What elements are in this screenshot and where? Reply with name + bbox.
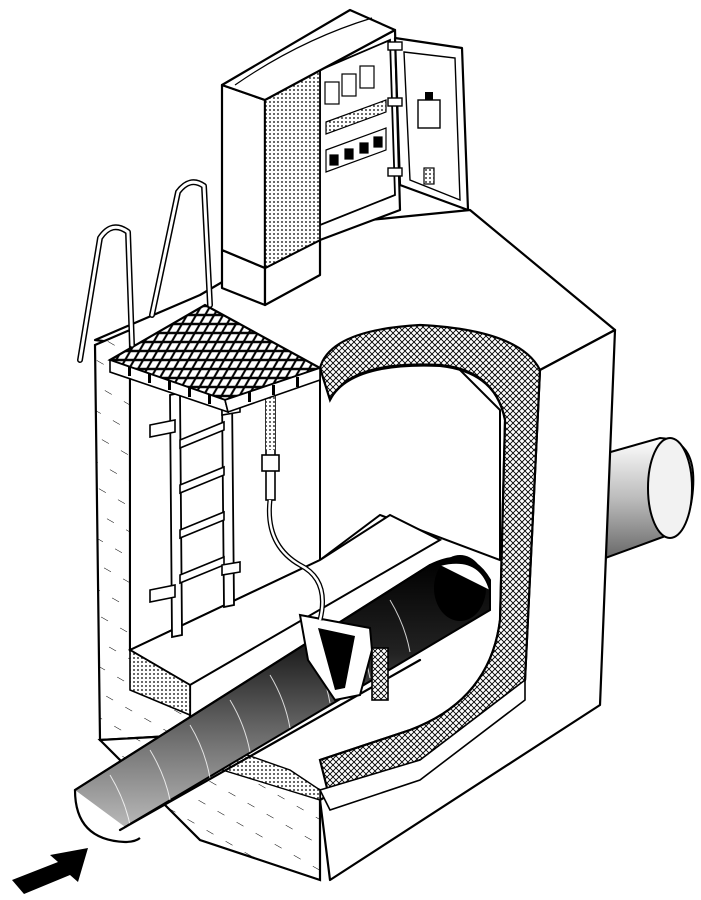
access-grating	[107, 303, 323, 414]
outlet-pipe	[599, 436, 695, 562]
measuring-flume	[298, 613, 389, 702]
channel-pipe	[73, 555, 491, 844]
handrail	[77, 179, 213, 363]
flow-direction-arrow-icon	[12, 848, 88, 894]
cabinet-door	[387, 36, 470, 212]
concrete-shaft	[93, 208, 617, 882]
control-cabinet	[220, 8, 402, 307]
